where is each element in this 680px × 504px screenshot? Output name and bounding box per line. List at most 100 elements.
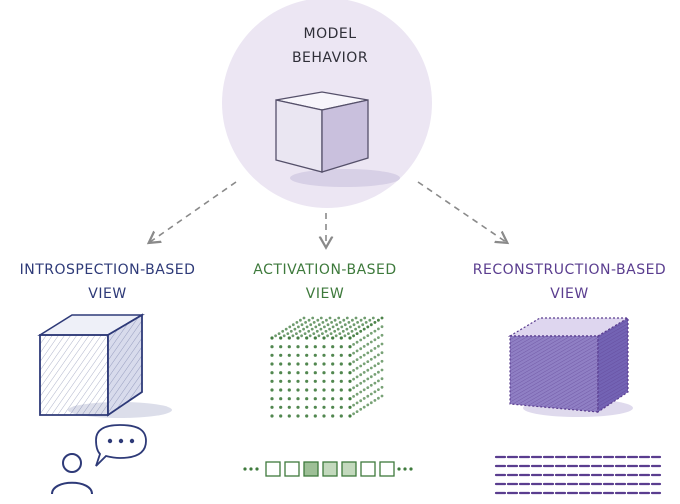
reconstruction-line-2: VIEW xyxy=(550,286,589,302)
activation-dot xyxy=(287,405,291,409)
activation-dot xyxy=(279,405,283,409)
activation-view-label: ACTIVATION-BASED VIEW xyxy=(230,258,420,306)
activation-dot xyxy=(305,379,309,383)
activation-dot xyxy=(352,360,355,364)
activation-dot xyxy=(362,371,366,374)
activation-dot xyxy=(359,338,363,342)
activation-dot xyxy=(362,362,366,366)
activation-dot xyxy=(326,323,330,327)
reconstruction-view-label: RECONSTRUCTION-BASED VIEW xyxy=(462,258,677,306)
activation-dot xyxy=(359,381,363,385)
title-line-2: BEHAVIOR xyxy=(291,50,369,66)
activation-dot xyxy=(299,318,302,322)
activation-dot xyxy=(296,353,300,357)
activation-dot xyxy=(322,405,326,409)
activation-dot xyxy=(363,316,367,320)
activation-dot xyxy=(307,329,311,333)
activation-dot xyxy=(355,401,359,405)
activation-dot xyxy=(279,414,283,418)
activation-dot xyxy=(328,327,331,331)
activation-dot xyxy=(339,353,343,357)
activation-dot xyxy=(366,325,370,329)
activation-dot xyxy=(348,397,352,401)
activation-dot xyxy=(270,405,274,409)
activation-dot xyxy=(368,318,372,322)
activation-dot xyxy=(355,366,359,370)
activation-dot xyxy=(359,373,363,377)
activation-dot xyxy=(312,332,316,335)
activation-dot xyxy=(296,371,300,375)
activation-dot xyxy=(322,345,326,349)
activation-dot xyxy=(369,392,373,396)
activation-dot xyxy=(377,344,380,348)
dot-grid-cube-icon xyxy=(270,316,384,418)
activation-dot xyxy=(359,364,363,368)
activation-dot xyxy=(342,318,346,322)
activation-dot xyxy=(355,340,359,344)
dashed-lines-icon xyxy=(494,455,662,495)
activation-dot xyxy=(377,336,380,339)
activation-dot xyxy=(305,388,309,392)
activation-dot xyxy=(356,321,359,324)
activation-dot xyxy=(322,388,326,392)
activation-dot xyxy=(339,397,343,401)
activation-dot xyxy=(355,384,359,387)
activation-dot xyxy=(359,329,363,333)
activation-dot xyxy=(359,390,363,394)
activation-dot xyxy=(270,414,274,418)
activation-dot xyxy=(359,407,363,411)
activation-dot xyxy=(362,353,366,357)
activation-dot xyxy=(313,345,317,349)
activation-dot xyxy=(349,325,352,329)
activation-dot xyxy=(333,329,337,333)
activation-dot xyxy=(354,316,358,320)
arrow-left xyxy=(150,181,237,242)
activation-dot xyxy=(321,321,325,324)
activation-dot xyxy=(324,329,328,333)
activation-dot xyxy=(270,397,274,401)
activation-dot xyxy=(305,336,309,340)
activation-dot xyxy=(377,370,380,374)
activation-dot xyxy=(355,410,359,413)
activation-dot xyxy=(357,325,361,329)
activation-dot xyxy=(377,362,380,365)
activation-dot xyxy=(296,405,300,409)
activation-dot xyxy=(300,323,304,327)
activation-dot xyxy=(319,316,323,320)
activation-dot xyxy=(328,316,332,320)
activation-dot xyxy=(296,336,300,340)
activation-dot xyxy=(380,351,384,355)
activation-dot xyxy=(282,334,286,338)
activation-dot xyxy=(380,342,384,346)
activation-dot xyxy=(305,414,309,418)
activation-dot xyxy=(300,334,303,338)
activation-dot xyxy=(305,405,309,409)
activation-dot xyxy=(377,353,380,357)
activation-dot xyxy=(377,396,380,400)
activation-dot xyxy=(296,345,300,349)
activation-dot xyxy=(305,362,309,366)
activation-dot xyxy=(348,388,352,392)
activation-dot xyxy=(331,345,335,349)
activation-dot xyxy=(302,316,306,320)
activation-dot xyxy=(366,403,370,407)
person-icon xyxy=(51,453,93,495)
activation-dot xyxy=(291,334,295,338)
activation-dot xyxy=(313,405,317,409)
activation-dot xyxy=(323,325,326,329)
activation-dot xyxy=(287,397,291,401)
activation-dot xyxy=(338,321,342,324)
activation-dot xyxy=(347,332,350,335)
activation-dot xyxy=(295,332,298,335)
activation-line-2: VIEW xyxy=(305,286,345,302)
activation-dot xyxy=(287,388,291,392)
activation-dot xyxy=(373,390,377,394)
activation-dot xyxy=(364,321,368,324)
activation-dot xyxy=(326,334,329,338)
activation-dot xyxy=(322,379,326,383)
activation-dot xyxy=(366,377,370,381)
activation-dot xyxy=(366,351,370,355)
activation-dot xyxy=(331,371,335,375)
activation-dot xyxy=(366,334,370,337)
activation-dot xyxy=(331,336,335,340)
